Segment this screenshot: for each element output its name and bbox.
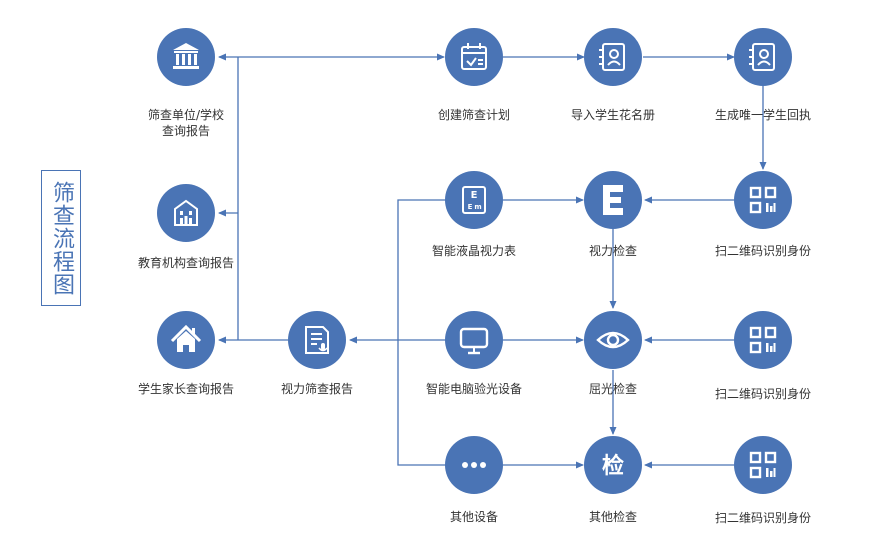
eye-chart-icon: E E m xyxy=(462,186,486,214)
label-other-check: 其他检查 xyxy=(588,510,638,524)
node-generate-receipt xyxy=(734,28,792,86)
label-school-report: 筛查单位/学校 查询报告 xyxy=(147,108,225,138)
report-document-icon xyxy=(305,326,329,354)
label-refraction-check: 屈光检查 xyxy=(588,382,638,396)
home-icon xyxy=(170,324,202,352)
label-scan-id-1: 扫二维码识别身份 xyxy=(714,244,812,258)
label-import-roster: 导入学生花名册 xyxy=(570,108,656,122)
node-edu-report xyxy=(157,184,215,242)
check-character-icon: 检 xyxy=(602,453,624,479)
label-screening-report: 视力筛查报告 xyxy=(280,382,354,396)
node-scan-id-3 xyxy=(734,436,792,494)
label-lcd-chart: 智能液晶视力表 xyxy=(431,244,517,258)
node-school-report xyxy=(157,28,215,86)
calendar-check-icon xyxy=(461,43,487,70)
qr-code-icon xyxy=(749,326,777,354)
node-circle xyxy=(584,436,642,494)
diagram-title-box: 筛查流程图 xyxy=(41,170,81,306)
institution-building-icon xyxy=(174,199,198,226)
node-refraction-check xyxy=(584,311,642,369)
qr-code-icon xyxy=(749,186,777,214)
node-circle xyxy=(157,28,215,86)
label-scan-id-3: 扫二维码识别身份 xyxy=(714,511,812,525)
student-receipt-icon xyxy=(749,43,775,71)
label-parent-report: 学生家长查询报告 xyxy=(137,382,235,396)
letter-e-icon xyxy=(603,185,623,215)
label-edu-report: 教育机构查询报告 xyxy=(137,256,235,270)
label-other-devices: 其他设备 xyxy=(449,510,499,524)
node-other-devices xyxy=(445,436,503,494)
node-circle xyxy=(445,311,503,369)
node-scan-id-2 xyxy=(734,311,792,369)
diagram-title: 筛查流程图 xyxy=(49,180,74,296)
node-vision-check xyxy=(584,171,642,229)
node-circle xyxy=(157,184,215,242)
node-screening-report xyxy=(288,311,346,369)
node-circle xyxy=(734,436,792,494)
label-vision-check: 视力检查 xyxy=(588,244,638,258)
node-refractometer xyxy=(445,311,503,369)
svg-text:E: E xyxy=(468,203,473,211)
svg-text:m: m xyxy=(474,203,481,211)
node-lcd-chart: E E m xyxy=(445,171,503,229)
label-scan-id-2: 扫二维码识别身份 xyxy=(714,387,812,401)
svg-text:E: E xyxy=(471,190,478,201)
monitor-icon xyxy=(459,327,489,355)
node-circle xyxy=(445,28,503,86)
device-bus-line xyxy=(397,199,447,466)
node-other-check: 检 xyxy=(584,436,642,494)
node-circle xyxy=(584,311,642,369)
node-create-plan xyxy=(445,28,503,86)
node-parent-report xyxy=(157,311,215,369)
eye-icon xyxy=(596,331,630,349)
roster-book-icon xyxy=(599,43,625,71)
label-create-plan: 创建筛查计划 xyxy=(437,108,511,122)
node-circle xyxy=(734,171,792,229)
node-import-roster xyxy=(584,28,642,86)
school-building-icon xyxy=(173,43,199,69)
node-scan-id-1 xyxy=(734,171,792,229)
label-generate-receipt: 生成唯一学生回执 xyxy=(714,108,812,122)
qr-code-icon xyxy=(749,451,777,479)
label-refractometer: 智能电脑验光设备 xyxy=(425,382,523,396)
check-character-glyph: 检 xyxy=(602,453,624,479)
ellipsis-icon xyxy=(462,462,486,468)
node-circle xyxy=(734,311,792,369)
node-circle xyxy=(445,171,503,229)
